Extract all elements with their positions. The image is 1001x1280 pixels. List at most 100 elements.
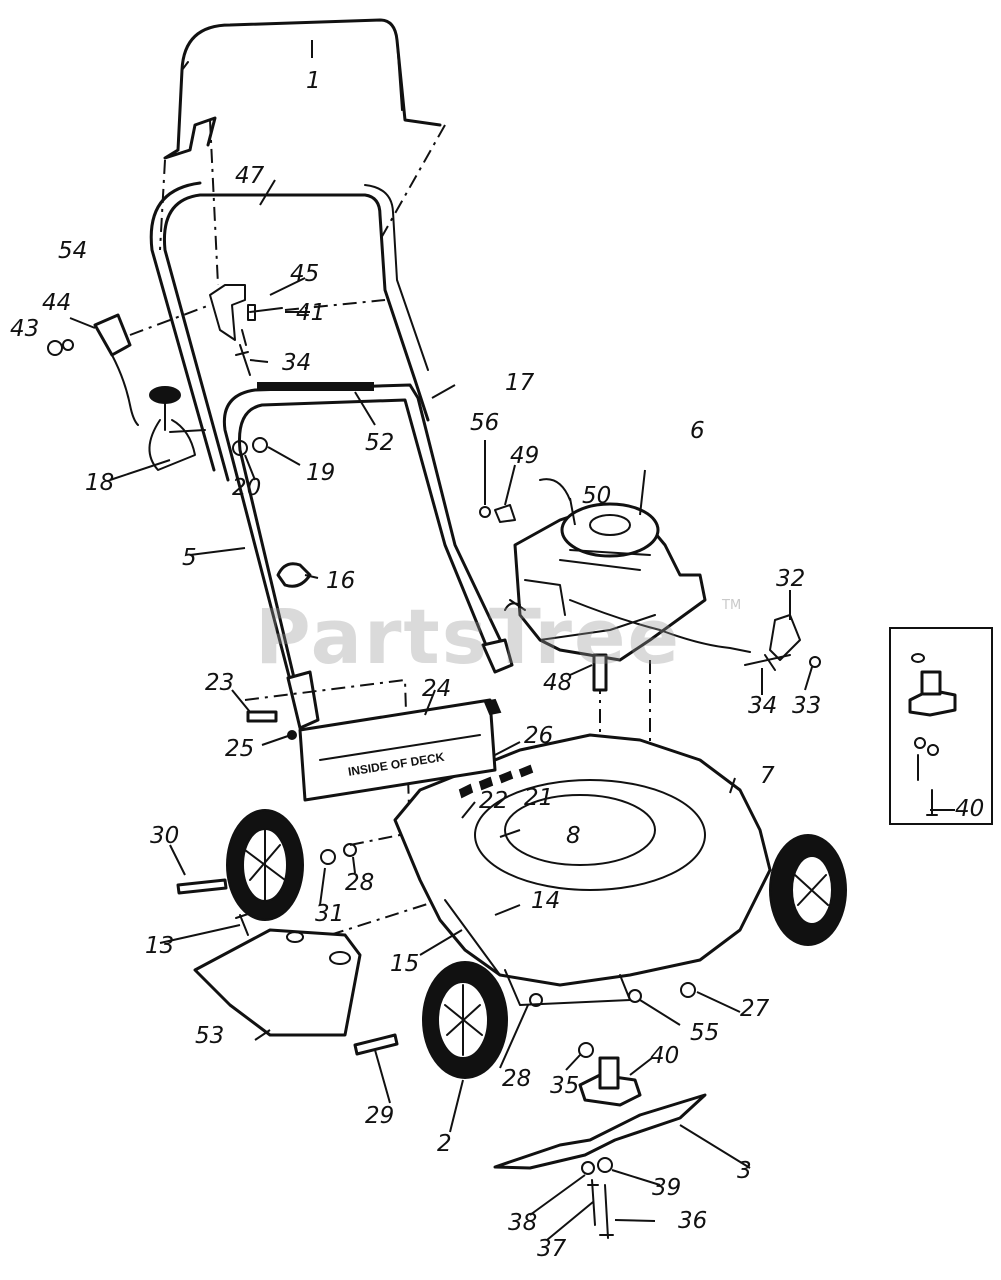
callout-6: 6	[690, 418, 705, 444]
washer-44	[62, 339, 74, 351]
washer-28a	[343, 843, 357, 857]
callout-39: 39	[652, 1175, 682, 1201]
callout-19: 19	[306, 460, 336, 486]
wheel-2	[422, 961, 508, 1079]
callout-3: 3	[737, 1158, 752, 1184]
callout-55: 55	[690, 1020, 720, 1046]
watermark: PartsTree	[255, 592, 682, 681]
callout-54: 54	[58, 238, 88, 264]
callout-32: 32	[776, 566, 806, 592]
callout-27: 27	[740, 996, 770, 1022]
callout-40-inset: 40	[955, 796, 985, 822]
cable-34	[744, 654, 791, 671]
callout-38: 38	[508, 1210, 538, 1236]
mower-blade	[493, 1093, 707, 1170]
nut-43	[47, 340, 63, 356]
callout-35: 35	[550, 1073, 580, 1099]
callout-56: 56	[470, 410, 500, 436]
callout-29: 29	[365, 1103, 395, 1129]
callout-28-right: 28	[502, 1066, 532, 1092]
engine-cable	[569, 599, 751, 653]
callout-22: 22	[479, 788, 509, 814]
cable-bracket	[209, 284, 246, 341]
bolt-23	[246, 710, 278, 723]
screw-25	[287, 730, 297, 740]
callout-36: 36	[678, 1208, 708, 1234]
throttle-control	[93, 313, 132, 357]
callout-44: 44	[42, 290, 72, 316]
callout-25: 25	[225, 736, 255, 762]
callout-53: 53	[195, 1023, 225, 1049]
washer-19	[252, 437, 268, 453]
callout-37: 37	[537, 1236, 567, 1262]
handle-knob	[149, 386, 181, 404]
callout-8: 8	[566, 823, 581, 849]
callout-21: 21	[524, 785, 554, 811]
spacer-31	[320, 849, 336, 865]
cable-bracket-32	[769, 614, 801, 661]
callout-47: 47	[235, 163, 265, 189]
callout-52: 52	[365, 430, 395, 456]
callout-18: 18	[85, 470, 115, 496]
deck-inner-ring	[474, 779, 706, 891]
callout-28-left: 28	[345, 870, 375, 896]
callout-20: 20	[232, 475, 262, 501]
bolt-13	[235, 913, 249, 936]
callout-33: 33	[792, 693, 822, 719]
wheel-front-left	[226, 809, 304, 921]
callout-45: 45	[290, 261, 320, 287]
callout-16: 16	[326, 568, 356, 594]
spark-plug	[504, 599, 526, 611]
callout-15: 15	[390, 951, 420, 977]
bolt-41	[247, 304, 283, 321]
bolt-30	[176, 878, 228, 895]
nut-27	[680, 982, 696, 998]
callout-43: 43	[10, 316, 40, 342]
cable-adjuster-34	[235, 329, 251, 376]
callout-50: 50	[582, 483, 612, 509]
callout-5: 5	[182, 545, 197, 571]
callout-34-engine: 34	[748, 693, 778, 719]
washer-20	[232, 440, 248, 456]
screw-33	[809, 656, 821, 668]
lower-handle	[162, 193, 430, 482]
callout-40-adapter: 40	[650, 1043, 680, 1069]
washer-28b	[529, 993, 543, 1007]
inset-box	[889, 627, 993, 825]
nut-35	[578, 1042, 594, 1058]
callout-41: 41	[296, 300, 326, 326]
callout-48: 48	[543, 670, 573, 696]
callout-34-handle: 34	[282, 350, 312, 376]
watermark-trademark: TM	[722, 598, 742, 613]
callout-23: 23	[205, 670, 235, 696]
inset-adapter-drawing	[908, 653, 957, 816]
lower-handle-section	[222, 383, 507, 682]
washer-55	[628, 989, 642, 1003]
callout-2: 2	[437, 1131, 452, 1157]
callout-17: 17	[505, 370, 535, 396]
callout-13: 13	[145, 933, 175, 959]
leader-lines	[69, 40, 955, 1241]
callout-14: 14	[531, 888, 561, 914]
engine-shaft	[592, 653, 608, 692]
bolt-29	[353, 1033, 399, 1056]
callout-49: 49	[510, 443, 540, 469]
screw-56	[479, 506, 491, 518]
callout-31: 31	[315, 901, 345, 927]
grip-bar	[257, 382, 374, 391]
clip-49	[494, 504, 516, 523]
cable-clip	[276, 562, 312, 588]
callout-7: 7	[760, 763, 775, 789]
callout-1: 1	[306, 68, 321, 94]
engine-recoil	[560, 502, 660, 558]
bolt-37	[587, 1179, 599, 1226]
rear-deflector	[193, 928, 362, 1037]
washer-39	[597, 1157, 613, 1173]
callout-26: 26	[524, 723, 554, 749]
upper-handle	[163, 18, 442, 160]
callout-30: 30	[150, 823, 180, 849]
wheel-rear-right	[769, 834, 847, 946]
callout-24: 24	[422, 676, 452, 702]
